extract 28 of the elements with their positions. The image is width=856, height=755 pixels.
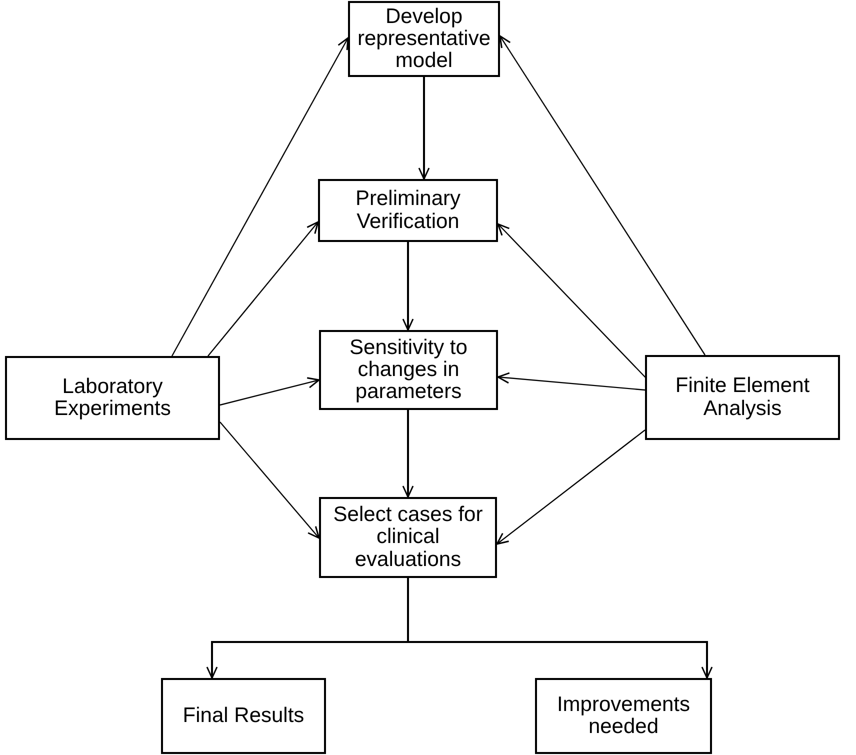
process-box <box>319 330 498 410</box>
arrow <box>402 242 414 331</box>
arrow <box>496 430 646 545</box>
process-box <box>348 1 500 77</box>
arrow <box>171 37 349 356</box>
box-label: Improvements needed <box>556 694 692 738</box>
process-box <box>318 179 498 242</box>
arrow <box>418 77 430 180</box>
arrow <box>499 35 706 356</box>
arrow <box>208 221 319 356</box>
process-box <box>535 678 712 754</box>
arrow <box>220 377 320 406</box>
box-label: Preliminary Verification <box>354 188 462 233</box>
arrow <box>497 223 646 378</box>
box-label: Final Results <box>182 704 304 728</box>
arrow <box>497 372 646 391</box>
box-label: Select cases for clinical evaluations <box>332 504 484 571</box>
process-box <box>319 497 497 578</box>
process-box <box>5 356 220 440</box>
box-label: Laboratory Experiments <box>53 376 172 420</box>
arrow <box>407 578 713 679</box>
box-label: Sensitivity to changes in parameters <box>348 336 468 404</box>
arrow <box>402 410 414 498</box>
process-box <box>645 355 840 440</box>
arrow <box>220 422 320 539</box>
process-box <box>161 678 326 754</box>
box-label: Finite Element Analysis <box>674 375 811 420</box>
box-label: Develop representative model <box>356 6 492 72</box>
